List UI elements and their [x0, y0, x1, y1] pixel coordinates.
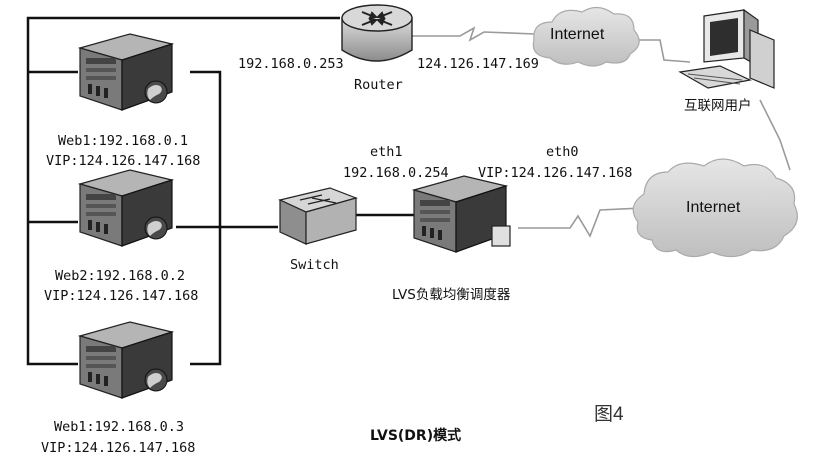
figure-number: 图4	[594, 404, 624, 425]
lvs-eth0-ip: VIP:124.126.147.168	[478, 165, 633, 181]
web-server-2	[79, 169, 173, 247]
router-label: Router	[354, 77, 403, 93]
web3-ip: Web1:192.168.0.3	[54, 419, 185, 435]
link-router-rail	[26, 16, 340, 366]
client-label: 互联网用户	[684, 98, 752, 114]
switch-arrows-icon	[299, 194, 337, 205]
web2-ip: Web2:192.168.0.2	[55, 268, 186, 284]
figure-caption: LVS(DR)模式	[370, 428, 462, 444]
router-ip-left: 192.168.0.253	[238, 56, 344, 72]
internet-top-label: Internet	[550, 26, 605, 43]
switch-device	[278, 187, 358, 245]
lvs-director-server	[413, 175, 511, 253]
wan-internet-client	[628, 39, 691, 63]
router-ip-right: 124.126.147.169	[417, 56, 539, 72]
lvs-eth0-label: eth0	[546, 144, 579, 160]
link-switch-rail	[190, 70, 278, 229]
internet-bottom-label: Internet	[686, 199, 741, 216]
lvs-eth1-label: eth1	[370, 144, 403, 160]
lvs-name: LVS负载均衡调度器	[392, 287, 511, 303]
web-server-3	[79, 321, 173, 399]
switch-label: Switch	[290, 257, 339, 273]
internet-cloud-bottom	[632, 158, 798, 258]
router-device	[341, 4, 413, 62]
wan-client-internet	[759, 99, 791, 171]
client-computer-icon	[678, 8, 775, 89]
link-switch-rail-bottom	[190, 227, 222, 366]
web1-vip: VIP:124.126.147.168	[46, 153, 201, 169]
network-links	[26, 16, 414, 366]
wireless-links	[412, 26, 791, 238]
web3-vip: VIP:124.126.147.168	[41, 440, 196, 456]
web1-ip: Web1:192.168.0.1	[58, 133, 189, 149]
wan-router-internet	[412, 26, 536, 42]
internet-cloud-top	[532, 6, 640, 67]
web-server-1	[79, 33, 173, 111]
lvs-eth1-ip: 192.168.0.254	[343, 165, 449, 181]
router-arrows-icon	[361, 11, 393, 26]
web2-vip: VIP:124.126.147.168	[44, 288, 199, 304]
wan-lvs-internet	[518, 207, 643, 238]
